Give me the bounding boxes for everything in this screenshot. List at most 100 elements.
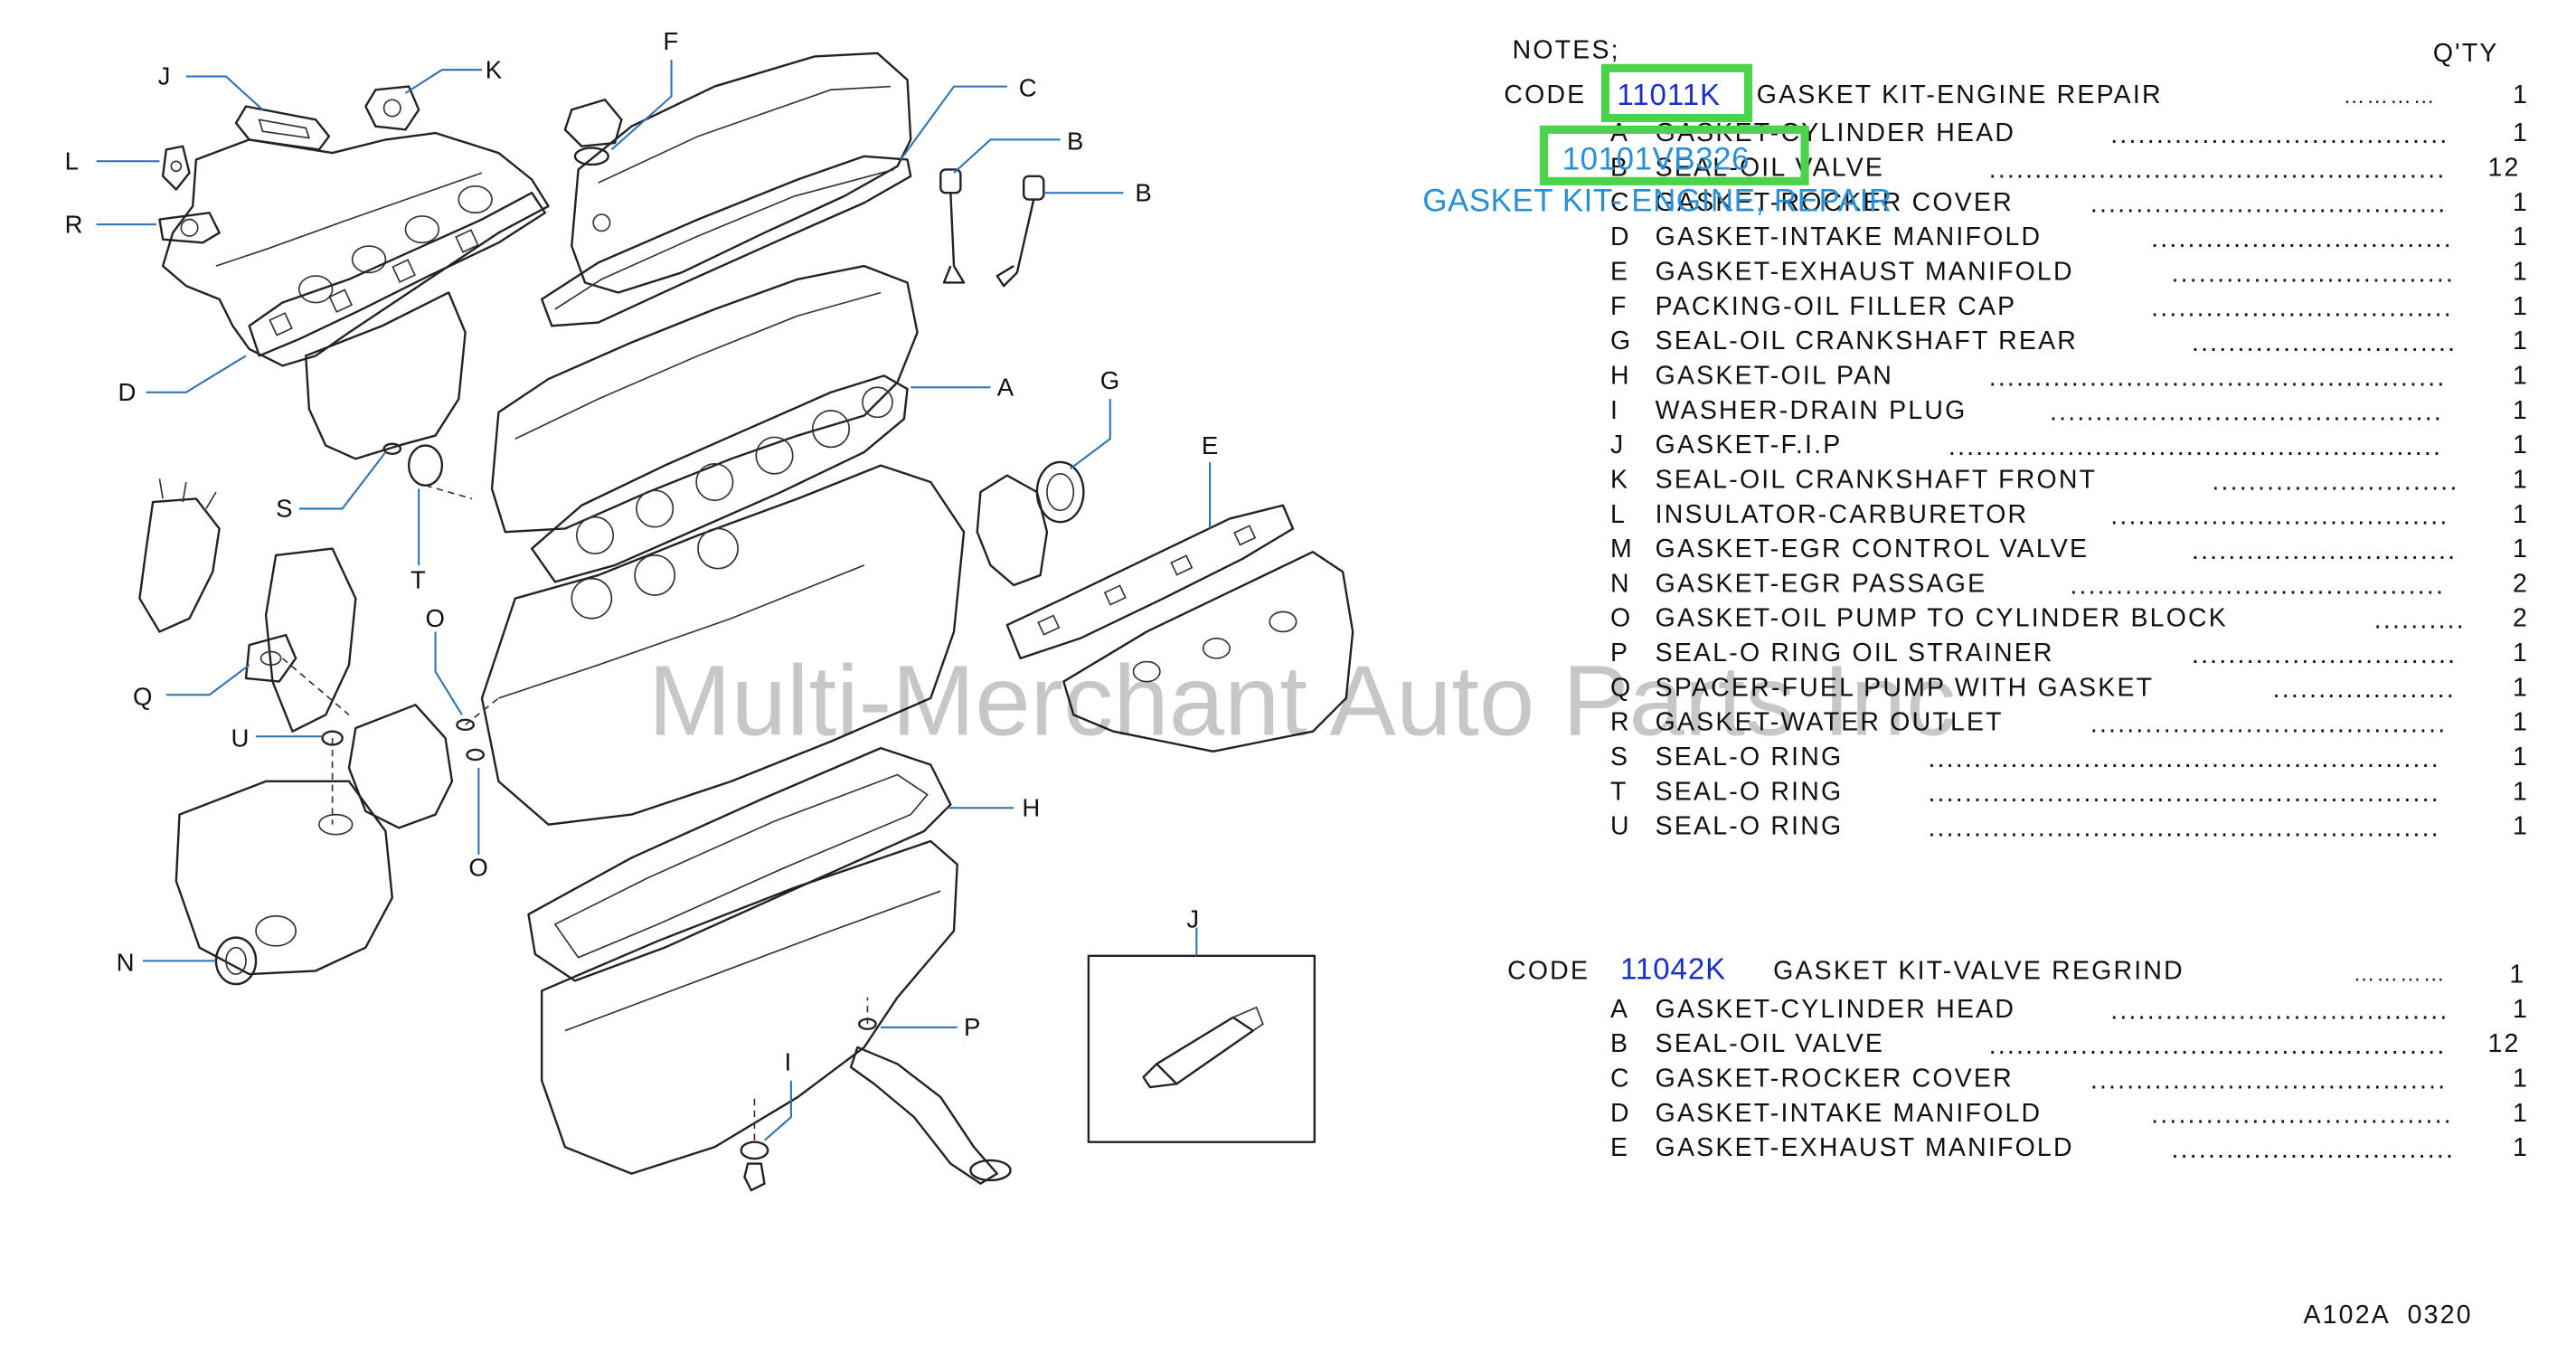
item-name: GASKET-CYLINDER HEAD [1656,995,2015,1024]
part-o-gasket-oil-pump[interactable] [456,718,486,762]
item-name: WASHER-DRAIN PLUG [1656,396,1967,425]
item-letter: O [1610,604,1632,633]
parts-list: NOTES; Q'TY CODE 11011K GASKET KIT-ENGIN… [1422,35,2529,1330]
exploded-engine-drawing: J K L R D F C B B A G E S T O Q U O H P … [65,27,1354,1192]
part-d-gasket-intake-manifold[interactable] [248,192,547,357]
part-g-seal-oil-crankshaft-rear[interactable] [1035,460,1085,524]
part-c-gasket-rocker-cover[interactable] [540,155,912,327]
item-qty: 12 [2487,1029,2520,1058]
part-n-gasket-egr-passage[interactable] [161,145,191,191]
callout-f: F [663,27,678,55]
item-dots: ....................................... [2090,190,2448,219]
part-r-gasket-water-outlet[interactable] [158,212,221,244]
kit-code-11042k[interactable]: 11042K [1620,953,1726,987]
item-qty: 1 [2513,465,2529,494]
part-timing-cover [175,780,393,976]
part-f-packing-oil-filler-cap[interactable] [563,99,623,166]
part-t-seal-o-ring[interactable] [382,442,402,455]
item-dots: ..................................... [2110,502,2449,531]
item-letter: A [1610,995,1629,1024]
item-dots: ........................................… [1928,779,2439,808]
callout-o-upper: O [426,604,445,632]
part-title-link-text[interactable]: GASKET KIT- ENGINE, REPAIR [1422,183,1892,218]
kit-name: GASKET KIT-ENGINE REPAIR [1757,80,2163,109]
item-qty: 1 [2513,1065,2529,1093]
part-b-seal-oil-valve[interactable] [939,168,1045,288]
item-qty: 1 [2513,743,2529,771]
callout-n: L [65,147,79,175]
item-name: SEAL-OIL VALVE [1656,1029,1884,1058]
item-name: GASKET-ROCKER COVER [1656,1065,2014,1093]
item-letter: Q [1610,673,1632,702]
part-h-gasket-oil-pan[interactable] [527,746,952,982]
callout-labels: J K L R D F C B B A G E S T O Q U O H P … [65,27,1219,1076]
part-s-seal-o-ring[interactable] [407,444,444,487]
item-dots: ........................................… [1989,363,2447,392]
item-letter: I [1610,396,1619,425]
part-a-gasket-cylinder-head[interactable] [530,374,909,583]
figure-code: A102A 0320 [2303,1301,2472,1330]
item-dots: ................................. [2151,224,2453,253]
part-e-gasket-exhaust-manifold[interactable] [1005,504,1295,660]
item-qty: 1 [2513,258,2529,287]
item-dots: ............................. [2192,328,2457,357]
item-name: GASKET-INTAKE MANIFOLD [1656,1099,2043,1128]
item-name: SEAL-OIL CRANKSHAFT FRONT [1656,465,2098,494]
part-l-insulator-carburetor[interactable] [234,105,331,151]
item-letter: U [1610,812,1631,841]
part-j-gasket-fip[interactable] [1087,954,1316,1143]
part-number-link-text[interactable]: 10101VB326 [1562,141,1750,176]
item-name: INSULATOR-CARBURETOR [1656,500,2029,529]
kit-11042k-items: A GASKET-CYLINDER HEAD 1..................… [1610,995,2529,1164]
item-letter: S [1610,743,1629,771]
part-i-washer-drain-plug[interactable] [740,1141,769,1192]
part-k-seal-oil-crankshaft-front[interactable] [214,936,258,986]
part-number-link[interactable]: 10101VB326 GASKET KIT- ENGINE, REPAIR [1422,125,1892,218]
item-letter: B [1610,154,1629,183]
callout-b-lower: B [1135,178,1151,206]
item-qty: 1 [2513,327,2529,355]
item-name: SEAL-O RING [1656,777,1844,806]
item-qty: 1 [2513,431,2529,459]
part-m-gasket-egr-control-valve[interactable] [364,85,420,131]
item-name: SEAL-OIL CRANKSHAFT REAR [1656,327,2078,355]
item-qty: 1 [2513,777,2529,806]
item-dots: ..................................... [2110,997,2449,1026]
kit-qty: 1 [2513,80,2529,109]
item-qty: 2 [2513,569,2529,598]
item-qty: 1 [2513,500,2529,529]
part-q-spacer-fuel-pump[interactable] [244,633,297,683]
callout-o-lower: O [468,854,487,882]
item-name: GASKET-ROCKER COVER [1656,188,2014,217]
item-name: GASKET-EGR PASSAGE [1656,569,1987,598]
kit-code-11011k[interactable]: 11011K [1617,79,1721,112]
callout-u: U [231,724,249,752]
